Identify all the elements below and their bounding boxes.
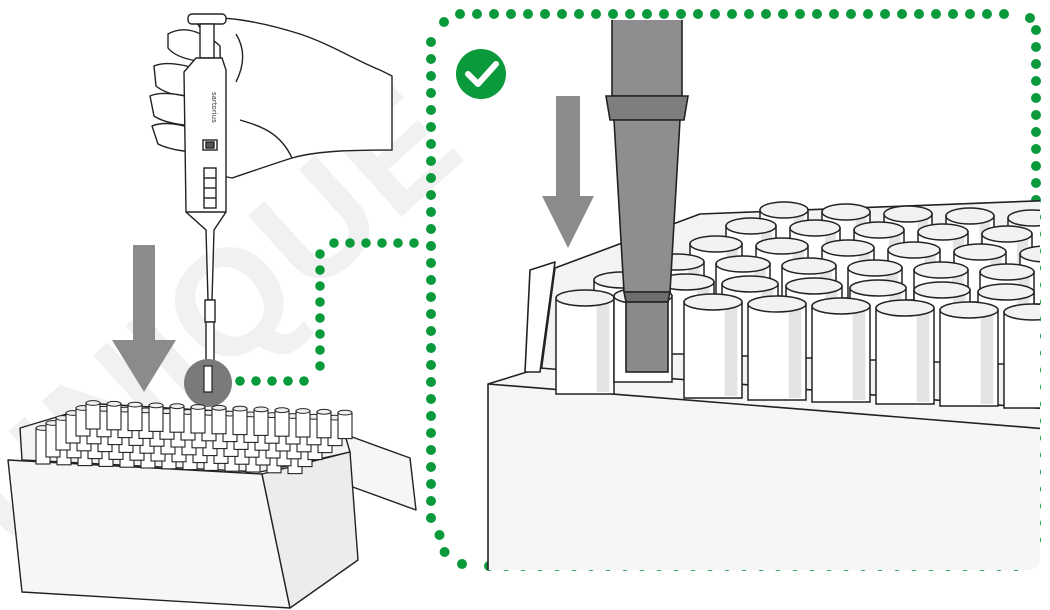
pipette-brand-label: sartorius [210, 92, 218, 123]
tip-grid-small [36, 401, 352, 474]
check-circle-icon [456, 49, 506, 99]
down-arrow-zoomed [542, 96, 594, 248]
